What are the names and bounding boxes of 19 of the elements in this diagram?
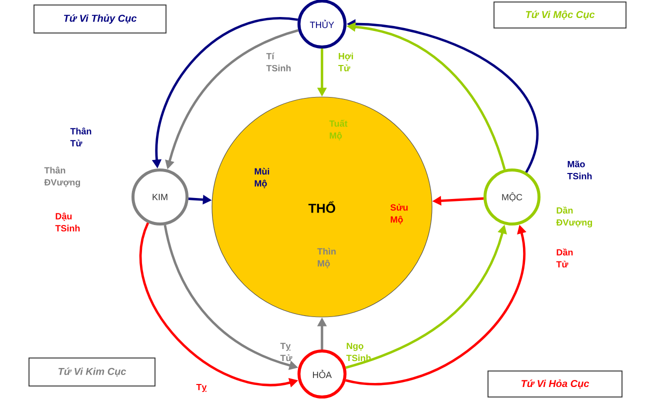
title-box: Tứ Vi Hỏa Cục (488, 370, 622, 398)
title-box: Tứ Vi Kim Cục (28, 358, 156, 386)
element-label: Tỵ (196, 384, 207, 392)
element-label: Mùi Mộ (254, 168, 270, 188)
title-box: Tứ Vi Thủy Cục (34, 4, 166, 34)
title-box: Tứ Vi Mộc Cục (494, 2, 626, 28)
element-label: Tỵ Tử (280, 342, 292, 362)
element-label: Thân Tử (70, 128, 92, 146)
element-label: Thìn Mộ (317, 248, 336, 268)
element-label: Ngọ TSinh (346, 342, 371, 362)
element-label: Dậu TSinh (55, 212, 80, 232)
element-label: Tuất Mộ (329, 120, 348, 140)
element-label: Sửu Mộ (390, 204, 408, 224)
element-label: Dần ĐVượng (556, 206, 592, 228)
element-label: Mão TSinh (567, 160, 592, 180)
element-label: Thân ĐVượng (44, 166, 80, 188)
element-label: Dần Tử (556, 248, 573, 268)
element-label: Tí TSinh (266, 52, 291, 72)
element-label: Hợi Tử (338, 52, 353, 72)
